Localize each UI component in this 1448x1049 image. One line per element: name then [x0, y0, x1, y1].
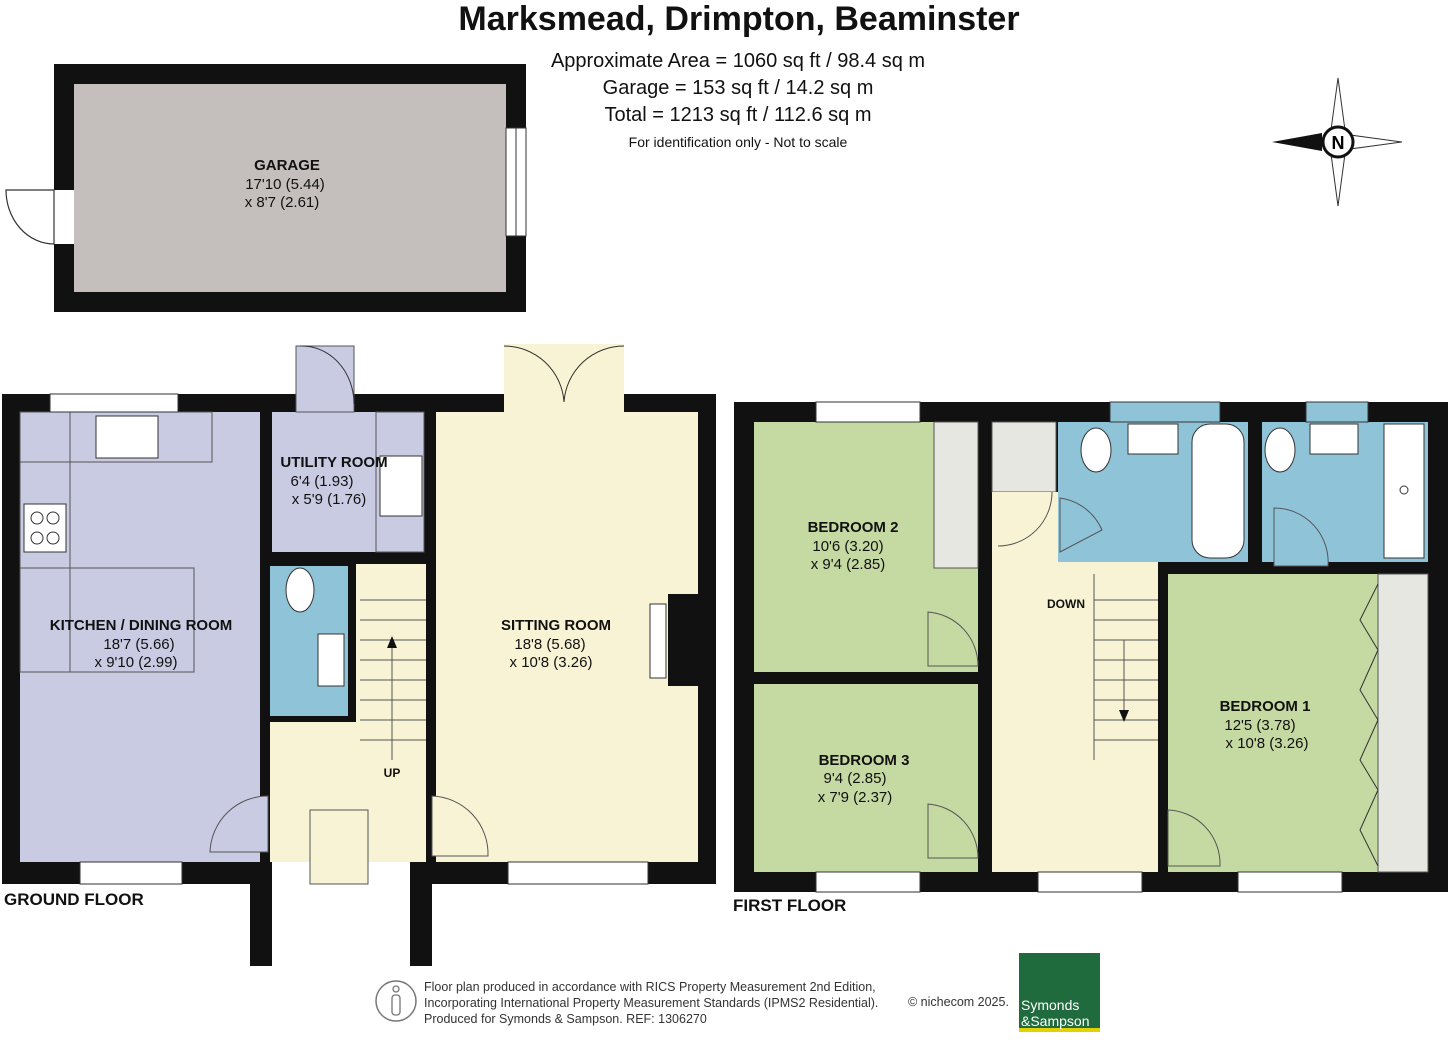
- logo-line-2: &Sampson: [1021, 1013, 1090, 1029]
- ground-floor-plan: KITCHEN / DINING ROOM 18'7 (5.66) x 9'10…: [2, 344, 716, 966]
- bedroom2-dim-length: 10'6 (3.20): [812, 538, 883, 555]
- footer-line-3: Produced for Symonds & Sampson. REF: 130…: [424, 1012, 707, 1026]
- footer-disclaimer: Floor plan produced in accordance with R…: [424, 979, 878, 1027]
- bedroom2-dim-width: x 9'4 (2.85): [811, 556, 886, 573]
- footer-line-2: Incorporating International Property Mea…: [424, 996, 879, 1010]
- kitchen-dim-length: 18'7 (5.66): [103, 636, 174, 653]
- garage-dim-length: 17'10 (5.44): [245, 176, 325, 193]
- bedroom2-label: BEDROOM 2: [808, 519, 899, 536]
- first-floor-label: FIRST FLOOR: [733, 896, 846, 915]
- bedroom3-dim-length: 9'4 (2.85): [824, 770, 887, 787]
- approximate-area: Approximate Area = 1060 sq ft / 98.4 sq …: [550, 50, 926, 72]
- utility-label: UTILITY ROOM: [280, 454, 387, 471]
- logo-line-1: Symonds: [1021, 997, 1080, 1013]
- agent-logo: Symonds &Sampson: [1019, 953, 1100, 1032]
- bedroom1-dim-width: x 10'8 (3.26): [1226, 735, 1309, 752]
- garage-plan: GARAGE 17'10 (5.44) x 8'7 (2.61): [5, 64, 527, 312]
- stairs-up-label: UP: [384, 766, 401, 780]
- bedroom3-dim-width: x 7'9 (2.37): [818, 789, 893, 806]
- stairs-down-label: DOWN: [1047, 597, 1085, 611]
- sitting-dim-length: 18'8 (5.68): [514, 636, 585, 653]
- sitting-label: SITTING ROOM: [501, 617, 611, 634]
- garage-area: Garage = 153 sq ft / 14.2 sq m: [602, 77, 874, 99]
- utility-dim-width: x 5'9 (1.76): [292, 491, 367, 508]
- garage-label: GARAGE: [254, 157, 320, 174]
- first-floor-plan: BEDROOM 2 10'6 (3.20) x 9'4 (2.85) BEDRO…: [733, 401, 1448, 915]
- scale-note: For identification only - Not to scale: [628, 134, 848, 150]
- sitting-dim-width: x 10'8 (3.26): [510, 654, 593, 671]
- compass-label: N: [1332, 133, 1345, 153]
- compass-icon: N: [1272, 77, 1403, 207]
- stairs-area: [356, 564, 426, 764]
- bedroom1-label: BEDROOM 1: [1220, 698, 1311, 715]
- garage-dim-width: x 8'7 (2.61): [245, 194, 320, 211]
- copyright: © nichecom 2025.: [908, 995, 1009, 1009]
- ipms-icon: [375, 980, 417, 1022]
- total-area: Total = 1213 sq ft / 112.6 sq m: [604, 104, 872, 126]
- garage-floor: [74, 84, 506, 292]
- bedroom1-dim-length: 12'5 (3.78): [1224, 717, 1295, 734]
- bedroom3-label: BEDROOM 3: [819, 752, 910, 769]
- kitchen-floor: [20, 412, 260, 862]
- kitchen-dim-width: x 9'10 (2.99): [95, 654, 178, 671]
- ground-floor-label: GROUND FLOOR: [4, 890, 144, 909]
- footer-line-1: Floor plan produced in accordance with R…: [424, 980, 876, 994]
- utility-dim-length: 6'4 (1.93): [291, 473, 354, 490]
- kitchen-label: KITCHEN / DINING ROOM: [50, 617, 233, 634]
- page-title: Marksmead, Drimpton, Beaminster: [458, 0, 1020, 38]
- bedroom1-floor: [1168, 574, 1378, 872]
